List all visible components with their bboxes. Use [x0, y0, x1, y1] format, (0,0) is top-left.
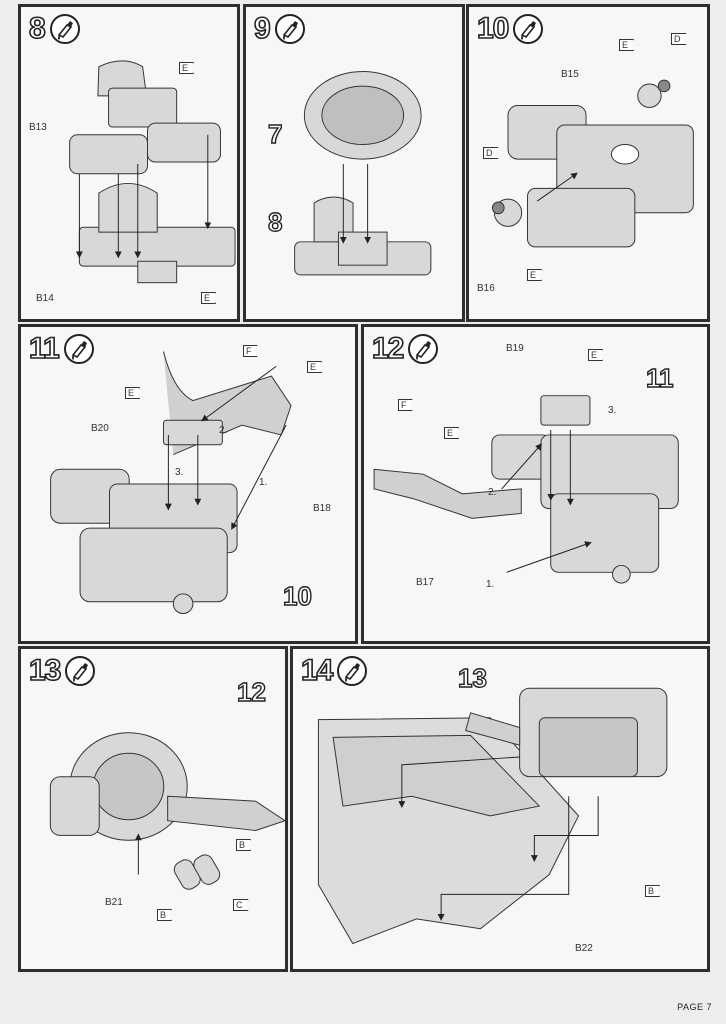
step-13-panel: 13 B21 B B C 12: [18, 646, 288, 972]
step-8-drawing: [69, 60, 236, 284]
glue-icon: [408, 334, 439, 364]
sequence-number: 1.: [486, 579, 495, 590]
part-label: B17: [416, 577, 434, 588]
sequence-number: 3.: [608, 405, 617, 416]
step-10-header: 10: [476, 12, 544, 45]
step-10-drawing: [491, 79, 694, 248]
sprue-flag: E: [201, 292, 217, 304]
part-label: B22: [575, 943, 593, 954]
part-label: B13: [29, 122, 47, 133]
subassembly-ref: 8: [267, 206, 283, 237]
step-11-drawing: [50, 351, 292, 615]
step-12-drawing: [373, 395, 679, 584]
step-14-header: 14: [300, 654, 368, 687]
step-8-panel: 8 B13 B14 E E: [18, 4, 240, 322]
glue-icon: [49, 14, 80, 44]
step-14-drawing: [317, 687, 668, 945]
sequence-number: 3.: [175, 467, 184, 478]
step-12-panel: 12 B19 B17 E E F 11 1. 2. 3.: [361, 324, 710, 644]
step-13-header: 13: [28, 654, 96, 687]
step-9-header: 9: [253, 12, 306, 45]
part-label: B16: [477, 283, 495, 294]
step-8-header: 8: [28, 12, 81, 45]
subassembly-ref: 7: [267, 118, 283, 149]
sprue-flag: B: [236, 839, 252, 851]
glue-icon: [337, 656, 368, 686]
step-11-panel: 11 B20 B18 E E F 10 1. 2. 3.: [18, 324, 358, 644]
sprue-flag: D: [483, 147, 499, 159]
part-label: B21: [105, 897, 123, 908]
part-label: B20: [91, 423, 109, 434]
sequence-number: 2.: [488, 487, 497, 498]
step-10-panel: 10 B15 B16 E D D E: [466, 4, 710, 322]
glue-icon: [63, 334, 94, 364]
sprue-flag: B: [157, 909, 173, 921]
step-number: 12: [371, 332, 405, 365]
subassembly-ref: 12: [236, 676, 266, 707]
step-12-header: 12: [371, 332, 439, 365]
step-9-drawing: [294, 71, 432, 276]
sequence-number: 1.: [259, 477, 268, 488]
sprue-flag: E: [444, 427, 460, 439]
glue-icon: [65, 656, 96, 686]
glue-icon: [513, 14, 544, 44]
subassembly-ref: 11: [645, 362, 674, 393]
step-13-drawing: [49, 732, 285, 890]
glue-icon: [274, 14, 305, 44]
page-number: PAGE 7: [677, 1002, 712, 1012]
step-number: 14: [300, 654, 334, 687]
part-label: B15: [561, 69, 579, 80]
step-9-panel: 9 7 8: [243, 4, 465, 322]
step-14-panel: 14 B22 B 13: [290, 646, 710, 972]
step-number: 9: [253, 12, 271, 45]
part-label: B18: [313, 503, 331, 514]
sequence-number: 2.: [219, 425, 228, 436]
step-number: 13: [28, 654, 62, 687]
subassembly-ref: 13: [457, 662, 487, 693]
part-label: B14: [36, 293, 54, 304]
subassembly-ref: 10: [282, 580, 312, 611]
step-number: 8: [28, 12, 46, 45]
step-11-header: 11: [28, 332, 95, 365]
part-label: B19: [506, 343, 524, 354]
step-number: 11: [28, 332, 60, 365]
step-number: 10: [476, 12, 510, 45]
